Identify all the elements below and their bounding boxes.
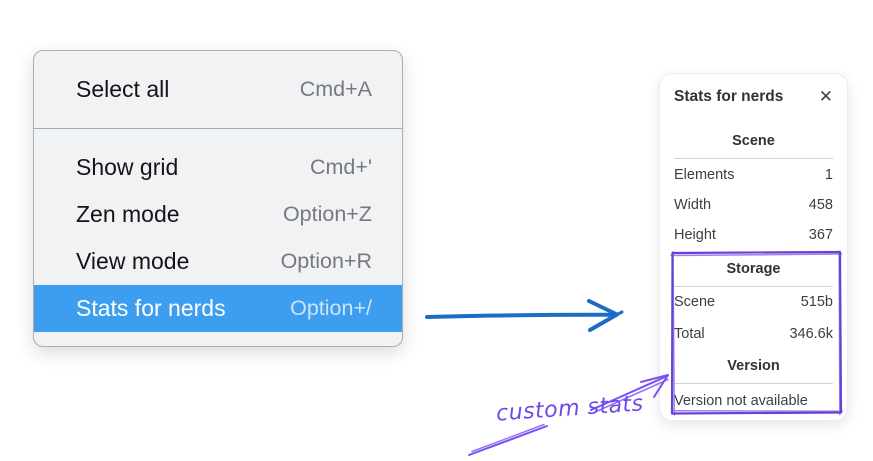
- stat-label: Elements: [674, 167, 735, 183]
- menu-group-top: Select all Cmd+A: [34, 51, 402, 128]
- menu-item-zen-mode[interactable]: Zen mode Option+Z: [34, 191, 402, 238]
- menu-item-label: Zen mode: [76, 201, 180, 227]
- stat-row-width: Width 458: [674, 195, 833, 215]
- menu-item-select-all[interactable]: Select all Cmd+A: [34, 66, 402, 113]
- close-icon[interactable]: ✕: [818, 86, 833, 107]
- stat-value: 1: [824, 167, 833, 183]
- stats-panel-header: Stats for nerds ✕: [674, 86, 833, 108]
- stat-label: Height: [674, 227, 716, 243]
- divider: [674, 383, 833, 384]
- stat-value: 346.6k: [789, 326, 833, 342]
- version-note: Version not available: [674, 393, 808, 409]
- divider: [674, 158, 833, 159]
- stat-label: Scene: [674, 294, 716, 310]
- menu-item-label: Select all: [76, 76, 170, 102]
- menu-item-label: View mode: [76, 248, 190, 274]
- menu-item-stats-for-nerds[interactable]: Stats for nerds Option+/: [34, 285, 402, 332]
- pointer-arrow: [425, 299, 624, 332]
- menu-item-view-mode[interactable]: View mode Option+R: [34, 238, 402, 285]
- divider: [674, 286, 833, 287]
- menu-item-label: Show grid: [76, 154, 179, 180]
- stat-row-scene-storage: Scene 515b: [674, 292, 833, 312]
- stat-value: 367: [808, 227, 833, 243]
- section-heading-version: Version: [727, 358, 780, 374]
- stat-value: 458: [808, 197, 833, 213]
- stats-panel: Stats for nerds ✕ Scene Elements 1 Width…: [659, 73, 848, 421]
- stat-value: 515b: [800, 294, 833, 310]
- stats-panel-title: Stats for nerds: [674, 88, 784, 105]
- menu-item-label: Stats for nerds: [76, 295, 226, 321]
- menu-item-show-grid[interactable]: Show grid Cmd+': [34, 144, 402, 191]
- menu-item-shortcut: Option+Z: [282, 202, 372, 226]
- annotation-label: custom stats: [495, 391, 645, 427]
- stat-row-height: Height 367: [674, 225, 833, 245]
- menu-item-shortcut: Option+R: [280, 249, 372, 273]
- menu-item-shortcut: Cmd+A: [299, 77, 372, 101]
- stat-row-total-storage: Total 346.6k: [674, 324, 833, 344]
- stat-label: Total: [674, 326, 705, 342]
- stat-row-elements: Elements 1: [674, 165, 833, 185]
- menu-item-shortcut: Option+/: [290, 296, 372, 320]
- stat-label: Width: [674, 197, 712, 213]
- context-menu: Select all Cmd+A Show grid Cmd+' Zen mod…: [33, 50, 403, 347]
- menu-separator: [34, 128, 402, 129]
- menu-group-view: Show grid Cmd+' Zen mode Option+Z View m…: [34, 129, 402, 346]
- section-heading-scene: Scene: [732, 133, 775, 149]
- menu-item-shortcut: Cmd+': [309, 155, 372, 179]
- section-heading-storage: Storage: [726, 261, 781, 277]
